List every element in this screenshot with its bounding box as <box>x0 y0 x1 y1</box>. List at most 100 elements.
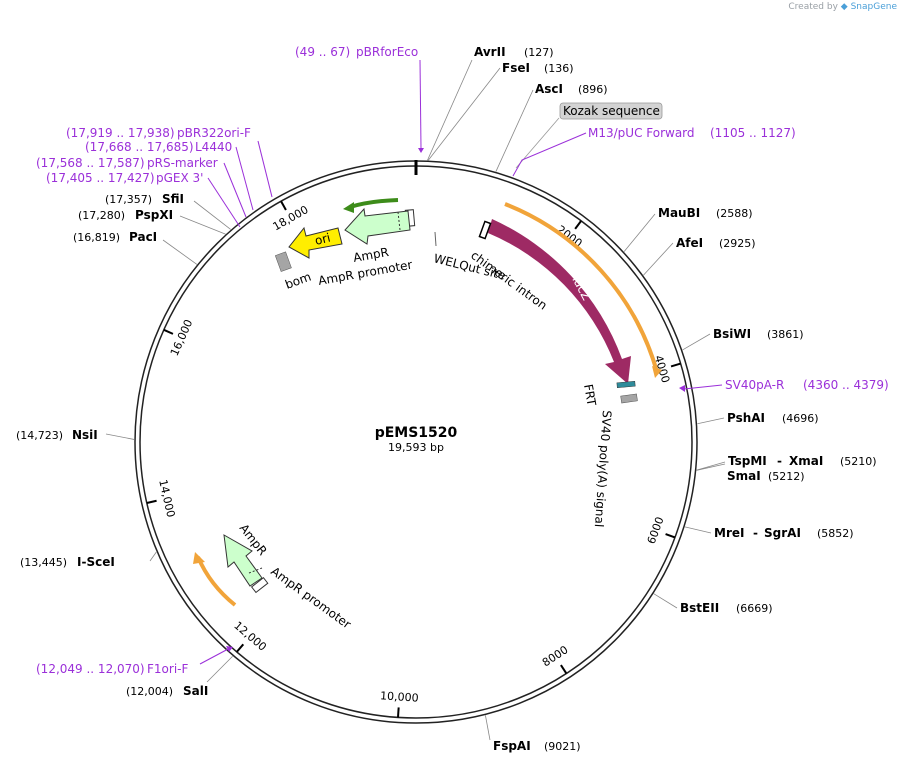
site-AfeI-pos: (2925) <box>719 237 756 250</box>
primer-F1ori-F: F1ori-F <box>147 662 188 676</box>
primer-pGEX-range: (17,405 .. 17,427) <box>46 171 155 185</box>
snapgene-credit: Created by ◆ SnapGene <box>788 2 897 12</box>
leader-MreI <box>684 526 712 534</box>
leader-NsiI <box>105 433 135 440</box>
tick-12,000 <box>236 643 245 653</box>
kozak-label-group: Kozak sequence <box>515 102 663 169</box>
orange-feature-bottom-head <box>193 552 205 564</box>
kozak-leader <box>515 117 560 169</box>
primer-labels: (49 .. 67) pBRforEco M13/pUC Forward (11… <box>36 45 889 676</box>
tick-label-10,000: 10,000 <box>380 689 419 704</box>
arrow-SV40pA-R <box>679 385 685 392</box>
site-XmaI-pos: (5210) <box>840 455 877 468</box>
site-AfeI: AfeI <box>676 236 703 250</box>
credit-text: Created by <box>788 2 838 12</box>
site-I-SceI-pos: (13,445) <box>20 556 67 569</box>
site-leaders <box>105 59 726 741</box>
tick-2000 <box>574 220 582 230</box>
primer-arrowheads <box>226 148 685 652</box>
tick-4000 <box>670 362 681 368</box>
leader-BsiWI <box>682 333 711 351</box>
site-SgrAI: SgrAI <box>764 526 801 540</box>
site-FseI-pos: (136) <box>544 62 574 75</box>
leader-MauBI <box>623 213 656 252</box>
tick-label-14,000: 14,000 <box>156 478 177 518</box>
leader-AscI <box>495 89 534 172</box>
features: lacZ chimeric intron FRT SV40 poly(A) si… <box>193 198 662 632</box>
leader-I-SceI <box>149 551 157 562</box>
leader-TspMI <box>696 461 726 471</box>
site-SmaI-pos: (5212) <box>768 470 805 483</box>
leader-pGEX <box>207 177 241 228</box>
ampr-top-label: AmpR <box>352 245 390 265</box>
site-XmaI: XmaI <box>789 454 823 468</box>
site-PspXI: PspXI <box>135 208 173 222</box>
plasmid-name: pEMS1520 <box>375 425 458 441</box>
tick-label-8000: 8000 <box>540 643 571 669</box>
site-AvrII: AvrII <box>474 45 506 59</box>
leader-F1ori-F <box>199 647 231 665</box>
snapgene-logo-icon: ◆ <box>840 2 848 12</box>
site-MauBI-pos: (2588) <box>716 207 753 220</box>
leader-FseI <box>427 67 501 161</box>
leader-SmaI <box>696 463 726 471</box>
leader-AvrII <box>427 59 473 161</box>
tick-label-6000: 6000 <box>645 515 667 546</box>
leader-PspXI <box>179 215 226 235</box>
site-BstEII: BstEII <box>680 601 719 615</box>
tick-label-12,000: 12,000 <box>231 619 269 654</box>
site-NsiI-pos: (14,723) <box>16 429 63 442</box>
site-I-SceI: I-SceI <box>77 555 115 569</box>
site-PshAI-pos: (4696) <box>782 412 819 425</box>
green-arrow-top-head <box>343 202 354 213</box>
site-PshAI: PshAI <box>727 411 765 425</box>
site-MreI: MreI <box>714 526 744 540</box>
primer-pRS-range: (17,568 .. 17,587) <box>36 156 145 170</box>
site-SfiI: SfiI <box>162 192 184 206</box>
leader-PacI <box>162 239 198 265</box>
lacZ-arrow <box>488 219 631 384</box>
leader-SfiI <box>193 200 231 230</box>
site-BsiWI-pos: (3861) <box>767 328 804 341</box>
tick-8000 <box>560 664 568 674</box>
green-arrow-top <box>349 198 399 209</box>
ori-arrow <box>288 226 343 259</box>
credit-brand: SnapGene <box>850 2 897 12</box>
sv40-box <box>620 393 638 404</box>
arrow-pBRforEco <box>418 148 424 153</box>
tick-14,000 <box>146 499 157 504</box>
site-SfiI-pos: (17,357) <box>105 193 152 206</box>
tick-label-2000: 2000 <box>554 223 584 250</box>
leader-L4440 <box>235 146 254 211</box>
site-PacI: PacI <box>129 230 157 244</box>
ampr-top-arrow <box>344 207 411 245</box>
leader-pRS <box>223 162 247 218</box>
site-PspXI-pos: (17,280) <box>78 209 125 222</box>
bom-label: bom <box>283 270 313 292</box>
tick-label-16,000: 16,000 <box>168 318 196 358</box>
ampr-promoter-bottom-box <box>250 577 269 594</box>
site-dash-1: - <box>777 454 782 468</box>
tick-16,000 <box>163 328 174 335</box>
site-AscI-pos: (896) <box>578 83 608 96</box>
primer-L4440-range: (17,668 .. 17,685) <box>85 140 194 154</box>
kozak-label-box <box>559 102 663 120</box>
orange-feature-top <box>504 202 659 373</box>
arrow-F1ori-F <box>226 646 233 652</box>
leader-M13 <box>512 132 587 177</box>
site-NsiI: NsiI <box>72 428 98 442</box>
leader-FspAI <box>485 715 491 741</box>
site-BstEII-pos: (6669) <box>736 602 773 615</box>
primer-pRS: pRS-marker <box>147 156 218 170</box>
leader-AfeI <box>643 242 674 276</box>
leader-BstEII <box>653 593 678 609</box>
tick-18,000 <box>280 200 287 211</box>
primer-pBRforEco: pBRforEco <box>356 45 418 59</box>
primer-L4440: L4440 <box>195 140 232 154</box>
site-AvrII-pos: (127) <box>524 46 554 59</box>
frt-label: FRT <box>581 383 599 407</box>
frt-mark <box>616 380 636 389</box>
site-BsiWI: BsiWI <box>713 327 751 341</box>
site-PacI-pos: (16,819) <box>73 231 120 244</box>
